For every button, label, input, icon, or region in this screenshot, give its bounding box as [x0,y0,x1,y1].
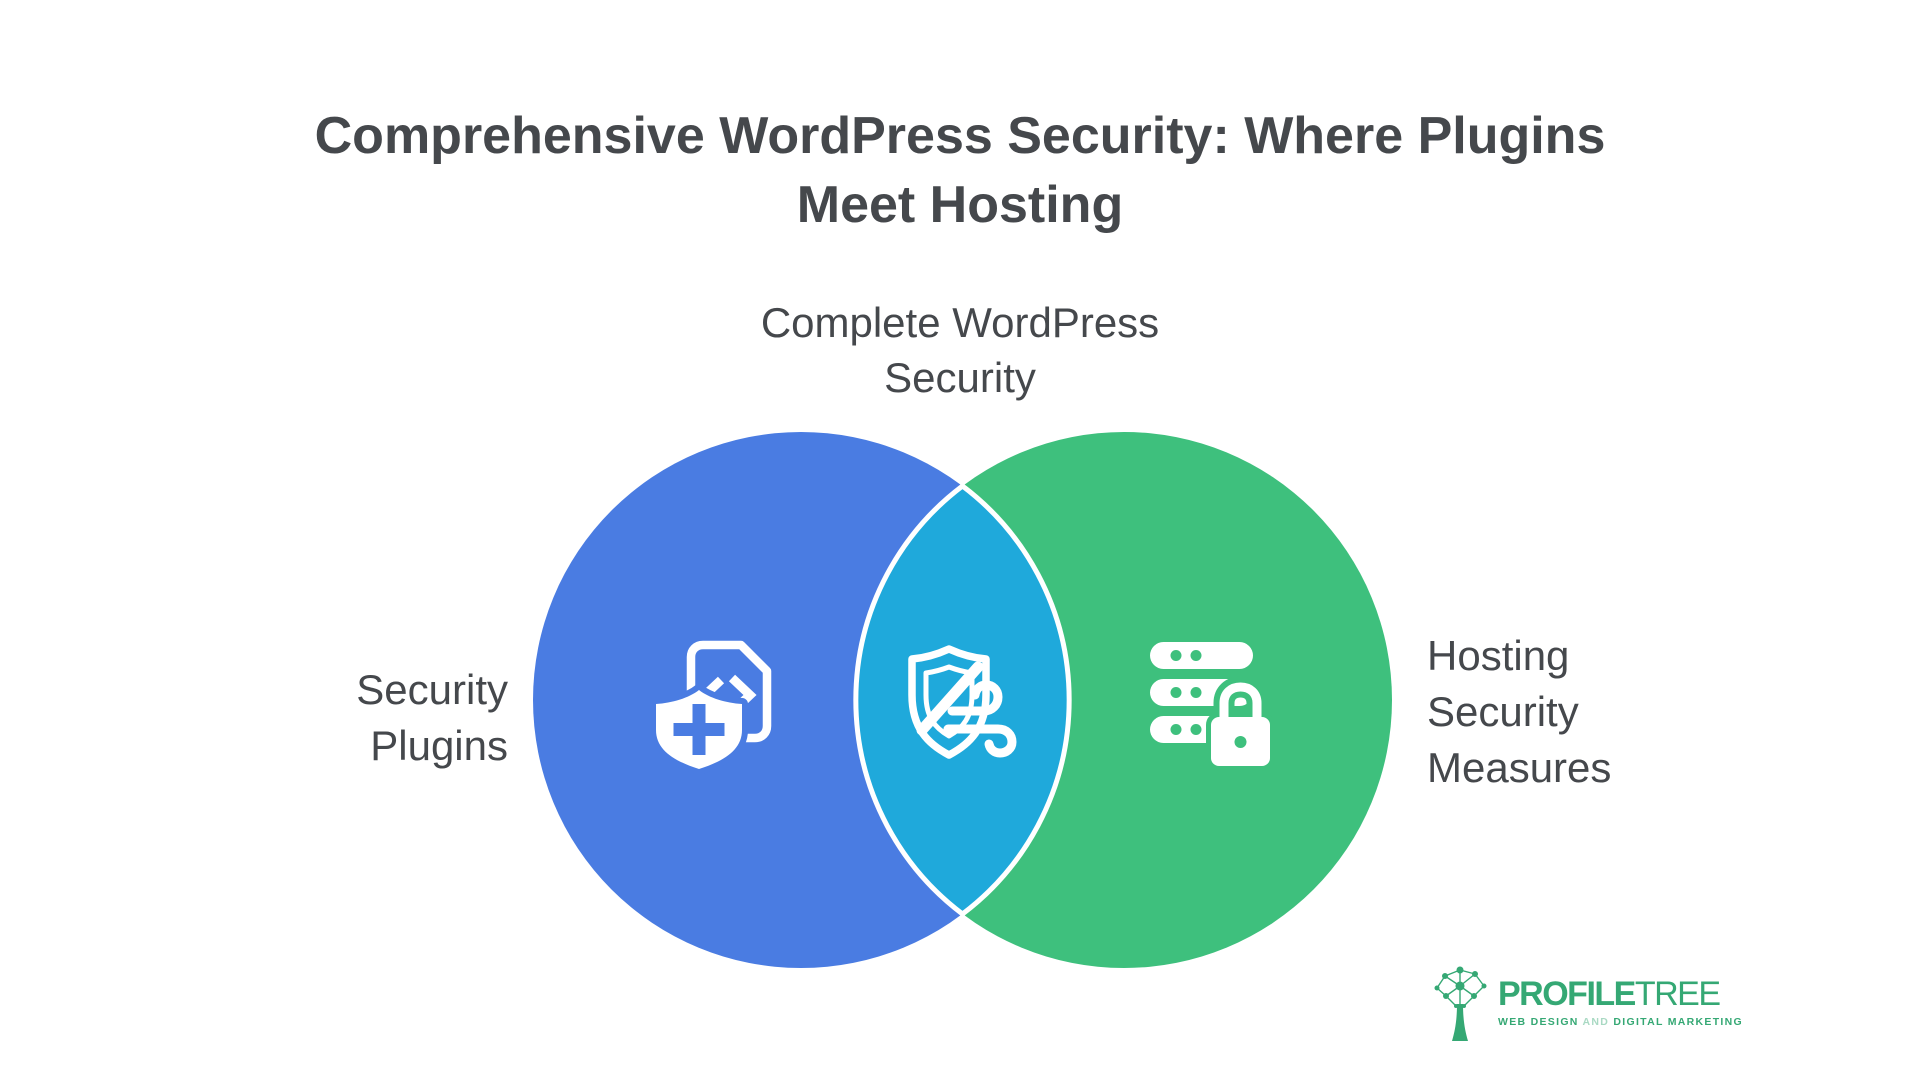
shield-block-wind-icon [908,645,1017,759]
right-set-label: Hosting Security Measures [1427,628,1611,796]
left-set-label: Security Plugins [356,662,508,774]
server-led [1190,724,1202,735]
overlap-label: Complete WordPress Security [0,296,1920,405]
overlap-label-line-2: Security [884,353,1036,401]
brand-logo: PROFILETREE WEB DESIGN AND DIGITAL MARKE… [1432,962,1743,1042]
page-title: Comprehensive WordPress Security: Where … [0,102,1920,239]
server-led [1170,687,1182,698]
right-set-label-line-2: Security [1427,687,1579,735]
secure-server-lock-icon [1150,642,1275,771]
brand-tagline-suffix: DIGITAL MARKETING [1609,1015,1743,1028]
tree-network-links [1436,969,1485,1007]
left-set-label-line-1: Security [356,666,508,713]
page-title-line-1: Comprehensive WordPress Security: Where … [314,107,1606,165]
brand-name-primary: PROFILE [1498,974,1636,1013]
brand-name-secondary: TREE [1634,974,1721,1013]
server-led [1170,650,1182,661]
brand-tagline: WEB DESIGN AND DIGITAL MARKETING [1498,1016,1743,1028]
shield-outline-outer [908,645,990,759]
wind-swirl-bottom [943,724,1017,758]
server-led [1190,687,1202,698]
plus-glyph [673,704,725,755]
padlock-shackle [1219,682,1262,720]
tree-trunk [1452,1004,1468,1041]
wind-swirl-top [947,680,1003,716]
code-document-shield-plus-icon [650,640,772,775]
brand-name: PROFILETREE [1498,977,1743,1011]
brand-tagline-prefix: WEB DESIGN [1498,1015,1583,1028]
server-led [1170,724,1182,735]
profiletree-tree-icon [1434,966,1487,1041]
right-set-label-line-1: Hosting [1427,632,1570,679]
brand-text: PROFILETREE WEB DESIGN AND DIGITAL MARKE… [1498,977,1743,1028]
server-led [1190,650,1202,661]
overlap-label-line-1: Complete WordPress [760,299,1160,346]
padlock-keyhole [1234,736,1247,748]
page-title-line-2: Meet Hosting [796,175,1124,234]
right-set-label-line-3: Measures [1427,743,1612,791]
brand-tagline-conjunction: AND [1582,1015,1610,1028]
overlap-lens [853,482,1072,918]
left-set-label-line-2: Plugins [370,721,508,769]
slash-bar [916,661,984,736]
